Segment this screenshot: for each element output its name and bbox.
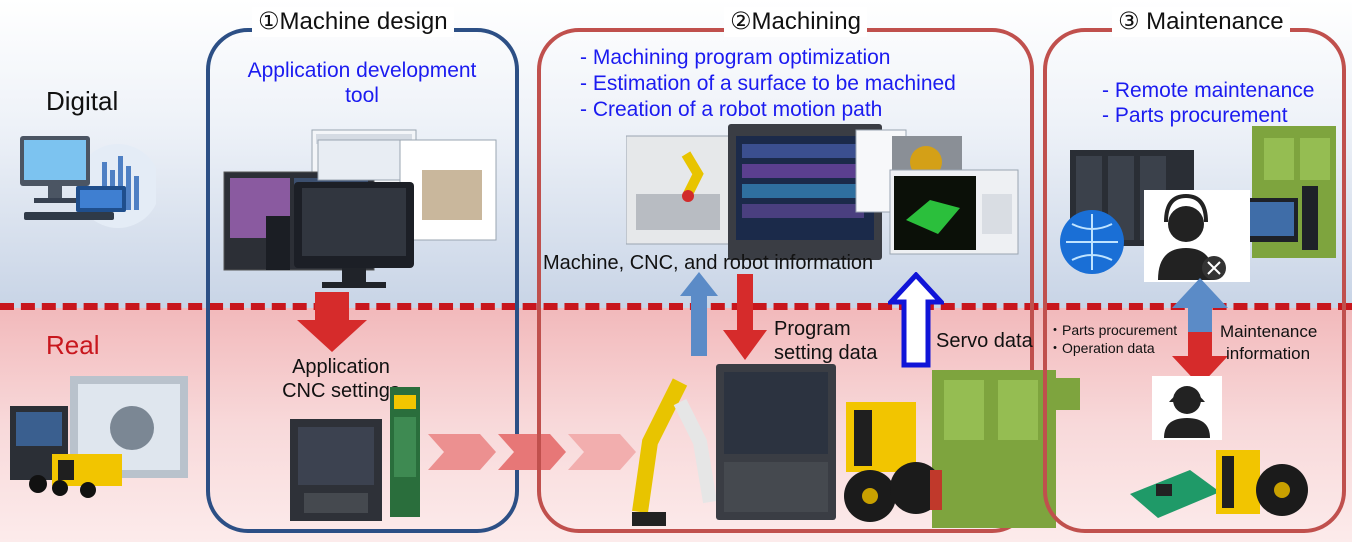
workflow-chevron-arrows — [428, 434, 636, 470]
maintenance-double-arrow — [1172, 278, 1228, 386]
maintenance-bullet-1: - Remote maintenance — [1102, 79, 1315, 102]
program-line1: Program — [774, 318, 851, 340]
computer-with-chart-icon — [20, 136, 156, 228]
digital-real-divider — [0, 303, 1352, 310]
maintenance-info-line2: information — [1226, 344, 1311, 363]
info-up-arrow — [680, 272, 718, 356]
servo-data-label: Servo data — [936, 330, 1033, 352]
machining-bullet-3: - Creation of a robot motion path — [580, 98, 883, 121]
program-line2: setting data — [774, 342, 878, 364]
maintenance-title: ③ Maintenance — [1112, 7, 1290, 37]
cnc-unit-icon — [290, 387, 420, 521]
program-down-arrow — [723, 274, 767, 360]
real-label: Real — [46, 330, 100, 360]
design-down-arrow — [297, 292, 367, 352]
maintenance-note-1: ・Parts procurement — [1048, 322, 1178, 338]
cnc-machine-collage-icon — [10, 376, 188, 498]
remote-maintenance-icons — [1060, 126, 1336, 282]
machine-design-title: ①Machine design — [252, 7, 454, 37]
application-line1: Application — [292, 356, 390, 378]
maintenance-bullet-2: - Parts procurement — [1102, 104, 1288, 127]
machining-bullet-1: - Machining program optimization — [580, 46, 891, 69]
machining-title: ②Machining — [724, 7, 867, 37]
machine-info-label: Machine, CNC, and robot information — [543, 252, 874, 274]
machining-bullet-2: - Estimation of a surface to be machined — [580, 72, 956, 95]
machining-simulation-screens — [626, 124, 1019, 260]
digital-label: Digital — [46, 86, 119, 116]
dev-tool-line1: Application development — [247, 59, 477, 82]
dev-tool-line2: tool — [345, 84, 379, 107]
application-line2: CNC settings — [282, 380, 400, 402]
maintenance-note-2: ・Operation data — [1048, 340, 1155, 356]
dev-tool-screens-icon — [223, 129, 497, 288]
maintenance-info-line1: Maintenance — [1220, 322, 1318, 341]
servo-up-arrow — [888, 272, 944, 368]
maintenance-hardware-icon — [1130, 376, 1308, 518]
machining-hardware-icon — [632, 364, 1080, 528]
